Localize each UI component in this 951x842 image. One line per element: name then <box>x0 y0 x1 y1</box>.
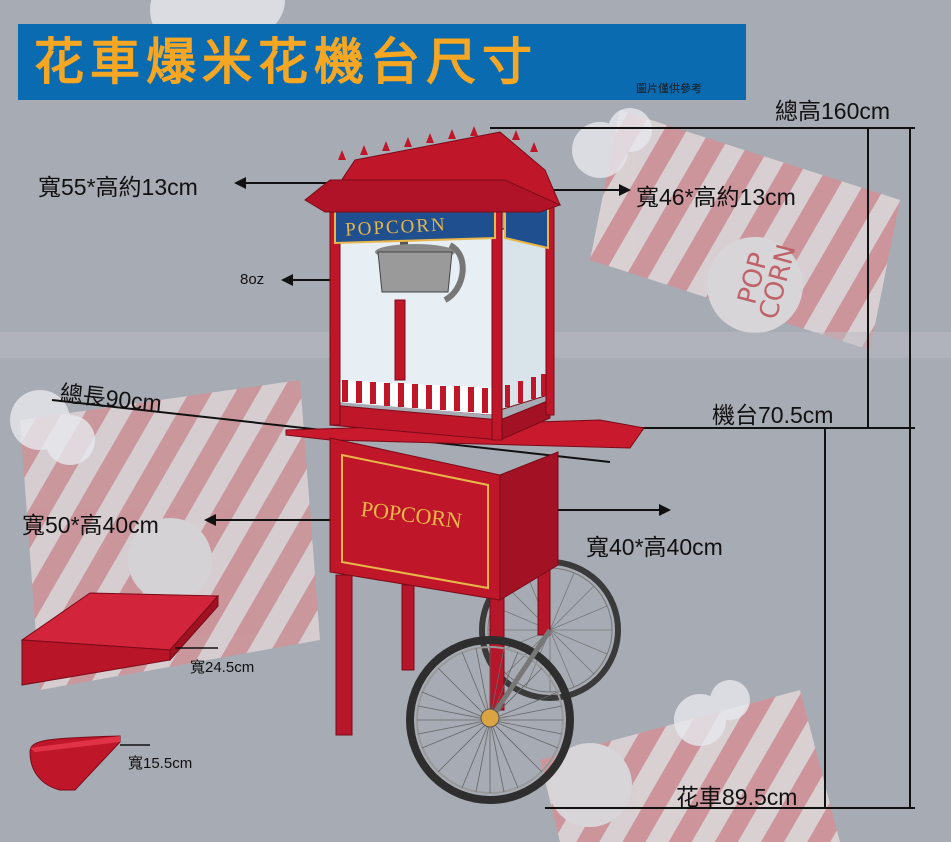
kettle-label: 8oz <box>240 271 265 288</box>
shelf-large-label: 寬24.5cm <box>190 659 255 676</box>
cart-side-label: 寬40*高40cm <box>586 534 723 560</box>
cart-front-label: 寬50*高40cm <box>22 512 159 538</box>
popcorn-box-background-bottom <box>540 690 840 842</box>
shelf-small-label: 寬15.5cm <box>128 755 193 772</box>
title-banner <box>18 24 746 100</box>
disclaimer-text: 圖片僅供參考 <box>636 82 702 95</box>
popcorn-machine: POPCORN <box>304 126 562 441</box>
shelf-large <box>20 592 220 686</box>
machine-height-label: 機台70.5cm <box>712 402 834 428</box>
total-height-label: 總高160cm <box>775 98 891 124</box>
wheel-front <box>406 628 574 804</box>
page-title: 花車爆米花機台尺寸 <box>34 33 538 91</box>
roof-front-label: 寬55*高約13cm <box>38 174 198 200</box>
cart-legs <box>335 559 551 736</box>
popcorn-box-background-right: POP CORN <box>590 110 900 350</box>
shelf-small <box>29 735 121 791</box>
kettle <box>375 237 466 303</box>
machine-stripes <box>338 374 546 415</box>
cart-height-label: 花車89.5cm <box>676 784 798 810</box>
arrow-heads <box>204 177 671 526</box>
roof-side-label: 寬46*高約13cm <box>636 184 796 210</box>
shelf-dimension-lines <box>120 647 218 746</box>
